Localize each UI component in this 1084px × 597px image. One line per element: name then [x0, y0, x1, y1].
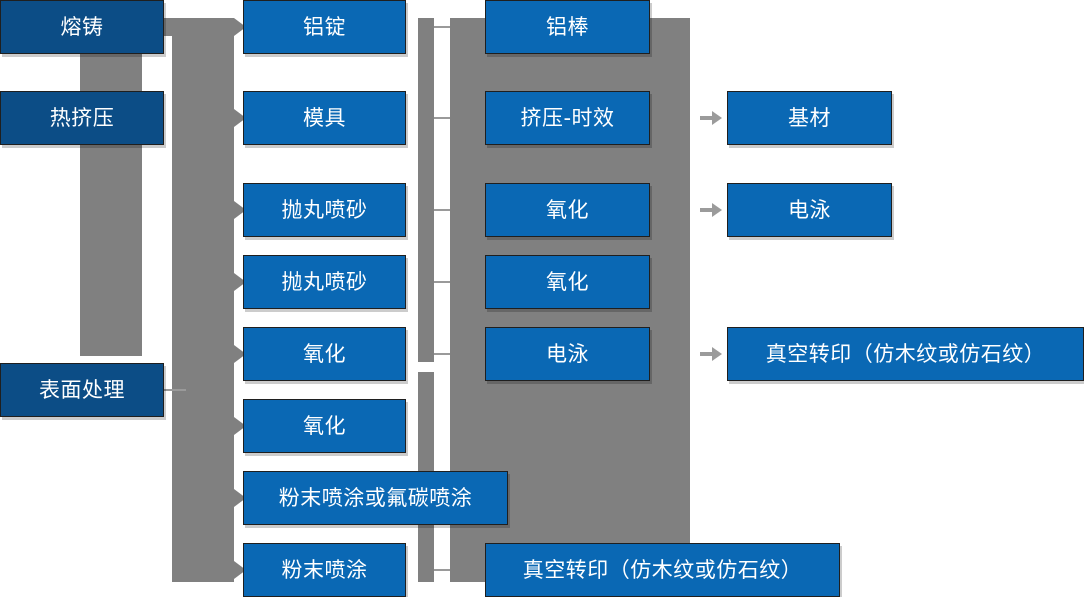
left-band-vertical	[172, 18, 234, 582]
mid-band-tick-row-2	[434, 117, 450, 119]
node-electrophoresis-col3[interactable]: 电泳	[485, 327, 650, 381]
node-label: 表面处理	[39, 377, 125, 402]
node-electrophoresis-col4[interactable]: 电泳	[727, 183, 892, 237]
mid-band-tick-row-4	[434, 281, 450, 283]
node-label: 基材	[788, 105, 831, 130]
node-label: 真空转印（仿木纹或仿石纹）	[522, 557, 803, 582]
node-oxidation-col3-2[interactable]: 氧化	[485, 255, 650, 309]
node-oxidation-col2-1[interactable]: 氧化	[243, 327, 406, 381]
product-arrow-head-3	[712, 347, 722, 361]
node-vacuum-transfer-col4[interactable]: 真空转印（仿木纹或仿石纹）	[727, 327, 1084, 381]
node-label: 真空转印（仿木纹或仿石纹）	[765, 341, 1046, 366]
node-label: 氧化	[546, 197, 589, 222]
left-band-notch-white	[142, 356, 172, 364]
node-powder-spray[interactable]: 粉末喷涂	[243, 543, 406, 597]
node-shot-blasting-1[interactable]: 抛丸喷砂	[243, 183, 406, 237]
product-arrow-head-2	[712, 203, 722, 217]
surface-treatment-connector-line	[164, 389, 186, 391]
mid-band-tick-row-1	[434, 26, 450, 28]
node-label: 铝棒	[546, 14, 589, 39]
node-label: 氧化	[303, 341, 346, 366]
node-label: 热挤压	[49, 105, 115, 130]
node-extrusion-aging[interactable]: 挤压-时效	[485, 91, 650, 145]
mid-band-tick-row-3	[434, 209, 450, 211]
node-label: 抛丸喷砂	[281, 269, 368, 294]
node-label: 氧化	[303, 413, 346, 438]
node-aluminum-ingot[interactable]: 铝锭	[243, 0, 406, 54]
mid-band-thin-spine	[418, 18, 434, 582]
node-label: 粉末喷涂	[281, 557, 368, 582]
mid-band-tick-row-5	[434, 353, 450, 355]
node-vacuum-transfer-col3[interactable]: 真空转印（仿木纹或仿石纹）	[485, 543, 840, 597]
node-label: 铝锭	[303, 14, 346, 39]
mid-band-gap-column	[434, 18, 450, 582]
left-band-arrow-to-heat-extrusion	[100, 72, 122, 84]
node-hot-extrusion[interactable]: 热挤压	[0, 91, 164, 145]
node-mould[interactable]: 模具	[243, 91, 406, 145]
node-oxidation-col2-2[interactable]: 氧化	[243, 399, 406, 453]
node-label: 粉末喷涂或氟碳喷涂	[278, 485, 473, 510]
node-powder-or-fluorocarbon-spray[interactable]: 粉末喷涂或氟碳喷涂	[243, 471, 508, 525]
node-surface-treatment[interactable]: 表面处理	[0, 363, 164, 417]
mid-band-tick-row-6	[434, 569, 450, 571]
product-arrow-head-1	[712, 111, 722, 125]
mid-band-thin-spine-gap	[418, 362, 434, 372]
node-label: 熔铸	[60, 14, 104, 39]
node-shot-blasting-2[interactable]: 抛丸喷砂	[243, 255, 406, 309]
node-label: 氧化	[546, 269, 589, 294]
left-band-stage-spine	[80, 18, 142, 356]
product-arrow-shaft-2	[700, 208, 714, 212]
left-band-arrow-to-surface-treatment	[100, 344, 122, 356]
node-substrate[interactable]: 基材	[727, 91, 892, 145]
node-label: 电泳	[546, 341, 589, 366]
product-arrow-shaft-1	[700, 116, 714, 120]
node-melting-casting[interactable]: 熔铸	[0, 0, 164, 54]
node-label: 电泳	[788, 197, 831, 222]
node-aluminum-bar[interactable]: 铝棒	[485, 0, 650, 54]
product-arrow-shaft-3	[700, 352, 714, 356]
node-label: 模具	[303, 105, 346, 130]
node-label: 抛丸喷砂	[281, 197, 368, 222]
node-oxidation-col3-1[interactable]: 氧化	[485, 183, 650, 237]
node-label: 挤压-时效	[520, 105, 615, 130]
